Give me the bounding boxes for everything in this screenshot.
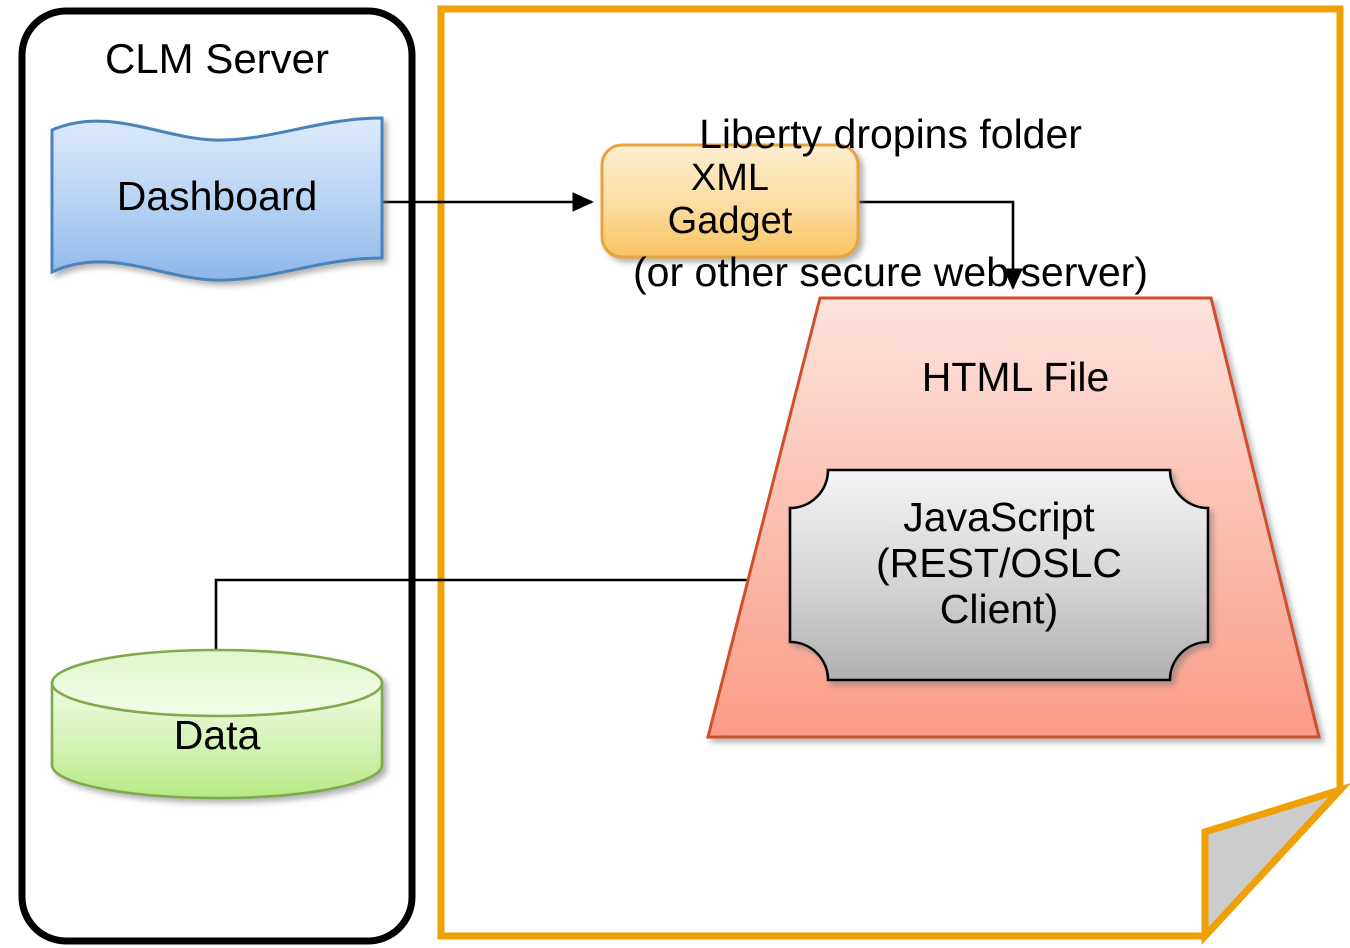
connector-xml-gadget-to-html-file: [858, 200, 1023, 290]
dashboard-shape: [50, 116, 384, 282]
liberty-corner-fold: [1201, 783, 1350, 945]
javascript-shape: [788, 468, 1210, 682]
xml-gadget-shape: [600, 143, 860, 259]
data-shape: [50, 648, 384, 800]
connector-javascript-to-data: [206, 578, 790, 674]
data-cylinder-top: [50, 648, 384, 718]
